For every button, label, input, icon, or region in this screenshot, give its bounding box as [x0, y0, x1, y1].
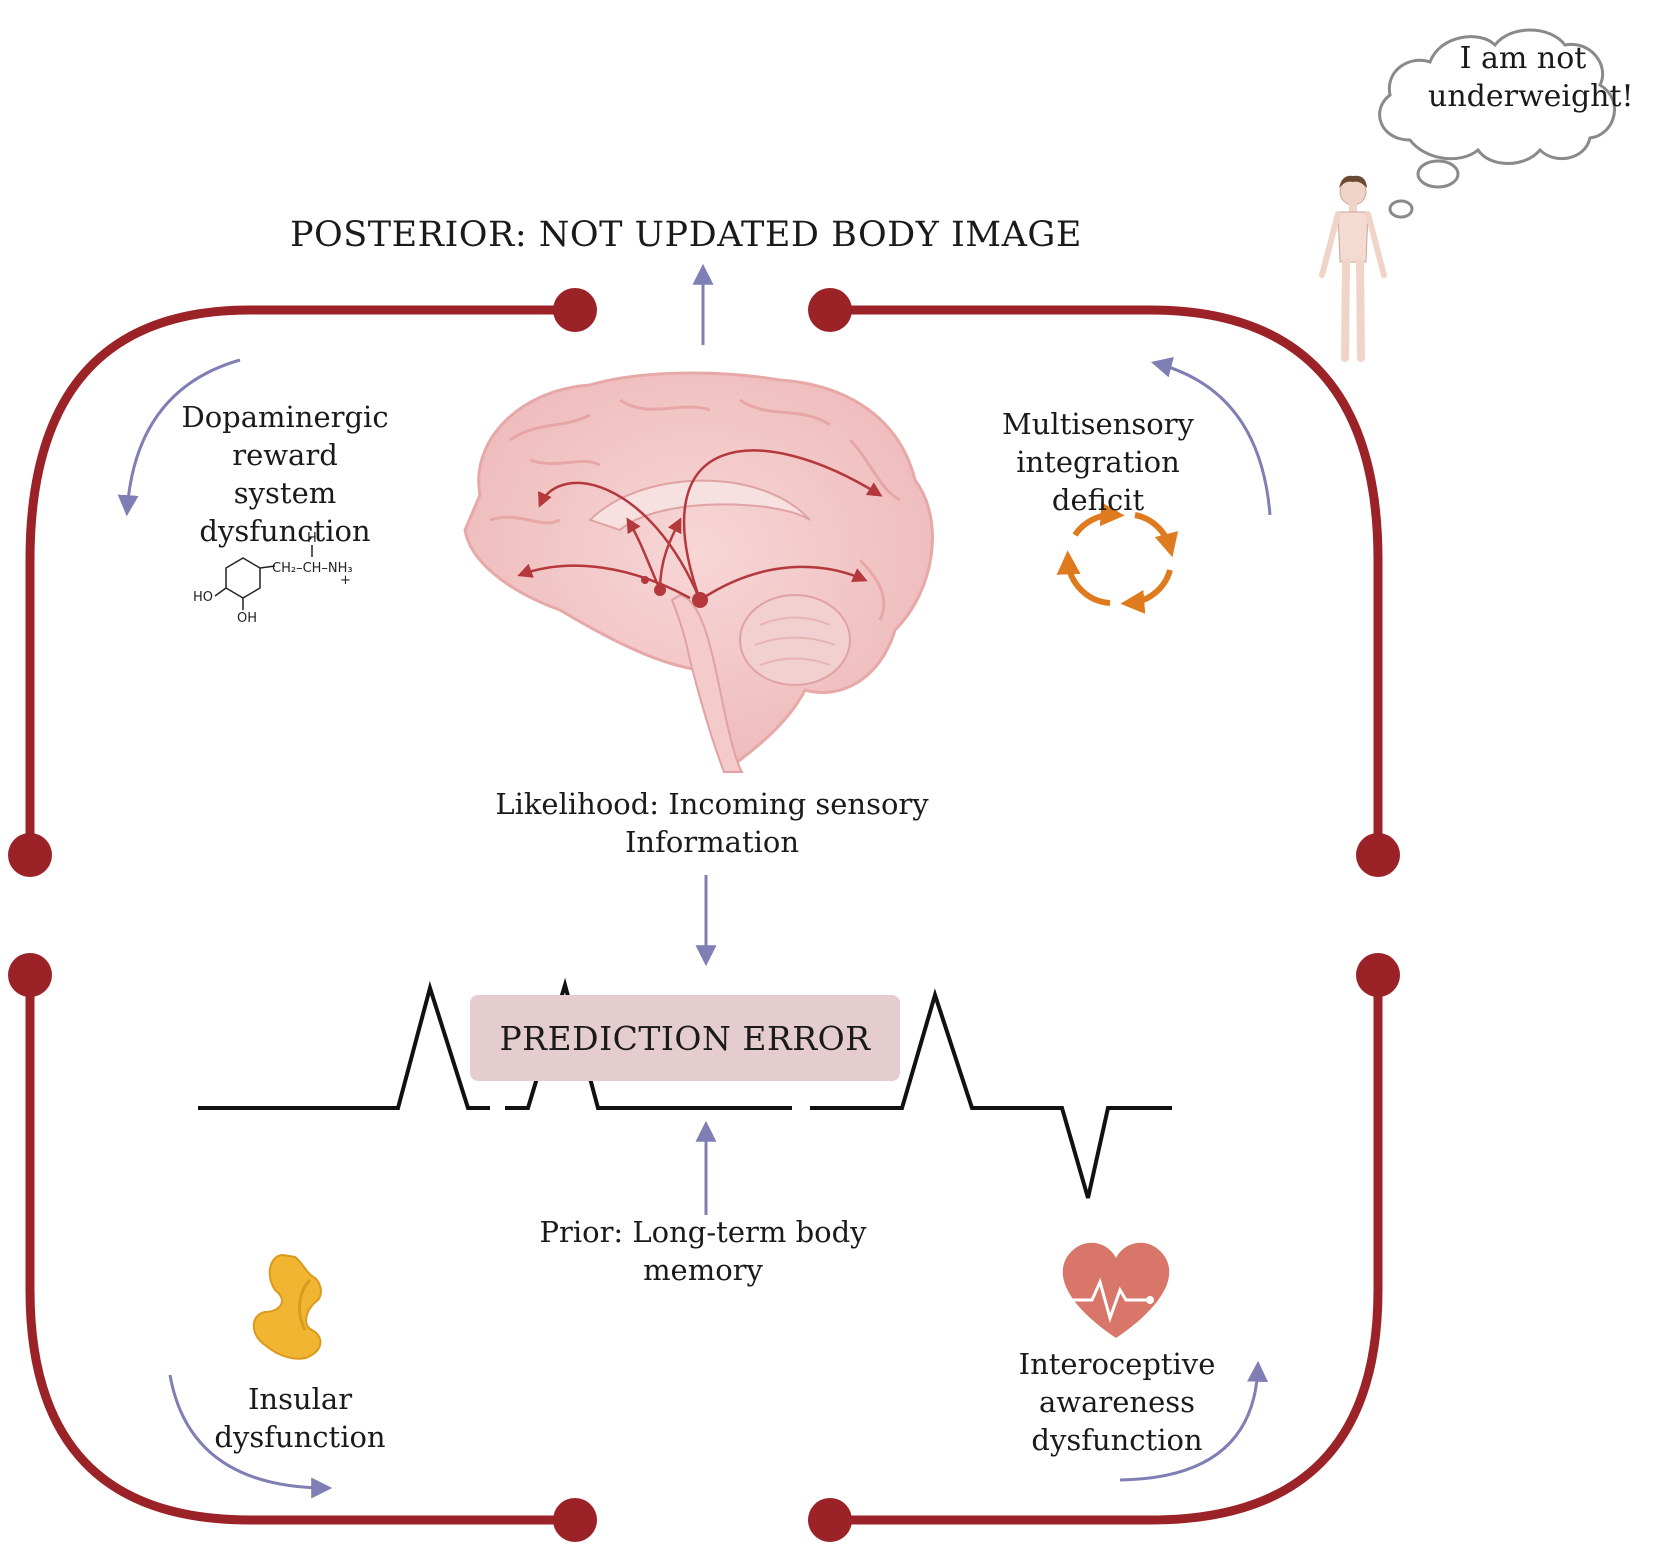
loop-top-left: [25, 305, 575, 855]
chem-oh-label: OH: [237, 611, 257, 626]
label-multisensory: Multisensory integration deficit: [1002, 407, 1194, 517]
label-dopaminergic: Dopaminergic reward system dysfunction: [181, 400, 389, 548]
dopamine-molecule-icon: [214, 545, 313, 610]
insula-icon: [252, 1253, 322, 1360]
thought-text: I am not underweight!: [1428, 41, 1634, 114]
loop-node-top-left-end: [553, 288, 597, 332]
ecg-trace: [198, 977, 1172, 1199]
loop-node-right-mid-lower: [1356, 953, 1400, 997]
loop-node-left-mid-lower: [8, 953, 52, 997]
label-likelihood: Likelihood: Incoming sensory Information: [495, 787, 929, 859]
cycle-arrows-icon: [1056, 502, 1179, 614]
loop-bottom-right: [830, 975, 1383, 1525]
chem-h-label: H: [307, 531, 317, 546]
heart-pulse-icon: [1062, 1242, 1170, 1338]
thought-cloud-icon: [1378, 28, 1616, 219]
arrow-curve-top-left: [117, 358, 241, 517]
dopamine-molecule-labels: H CH₂–CH–NH₃ + HO OH: [193, 531, 353, 626]
person-icon: [1319, 175, 1387, 362]
loop-top-right: [830, 305, 1383, 855]
brain-icon: [463, 371, 934, 773]
chem-ho-label: HO: [193, 590, 213, 605]
label-interoceptive: Interoceptive awareness dysfunction: [1018, 1347, 1216, 1457]
prediction-error-label: PREDICTION ERROR: [499, 1018, 871, 1058]
label-prior: Prior: Long-term body memory: [539, 1215, 867, 1287]
arrow-curve-bottom-left: [168, 1374, 333, 1499]
loop-node-bottom-left-end: [553, 1498, 597, 1542]
loop-node-top-right-end: [808, 288, 852, 332]
arrow-curve-bottom-right: [1119, 1360, 1269, 1482]
loop-node-right-mid-upper: [1356, 833, 1400, 877]
label-insular: Insular dysfunction: [214, 1382, 386, 1454]
arrow-curve-top-right: [1150, 357, 1272, 516]
loop-node-left-mid-upper: [8, 833, 52, 877]
loop-bottom-left: [25, 975, 575, 1525]
loop-node-bottom-right-end: [808, 1498, 852, 1542]
posterior-title: POSTERIOR: NOT UPDATED BODY IMAGE: [290, 215, 1082, 255]
chem-plus-label: +: [340, 573, 351, 588]
chem-chain-label: CH₂–CH–NH₃: [272, 561, 353, 576]
prediction-error-box: PREDICTION ERROR: [470, 995, 900, 1081]
